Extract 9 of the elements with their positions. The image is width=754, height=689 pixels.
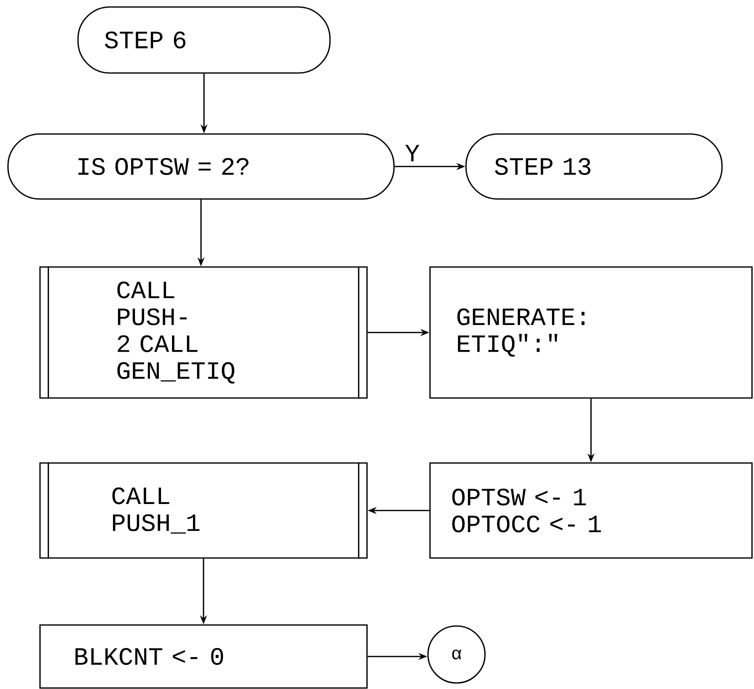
terminal-box: STEP 13 xyxy=(465,133,723,200)
edge-label: Y xyxy=(404,144,421,162)
subroutine-box: CALL PUSH_1 xyxy=(39,462,368,559)
process-box: BLKCNT <- 0 xyxy=(39,624,368,689)
terminal-box: IS OPTSW = 2? xyxy=(7,133,395,200)
process-box: GENERATE: ETIQ":" xyxy=(429,266,753,399)
subroutine-box: CALL PUSH-2 CALL GEN_ETIQ xyxy=(39,266,368,399)
terminal-box: STEP 6 xyxy=(77,6,331,74)
process-box: OPTSW <- 1 OPTOCC <- 1 xyxy=(429,462,753,559)
